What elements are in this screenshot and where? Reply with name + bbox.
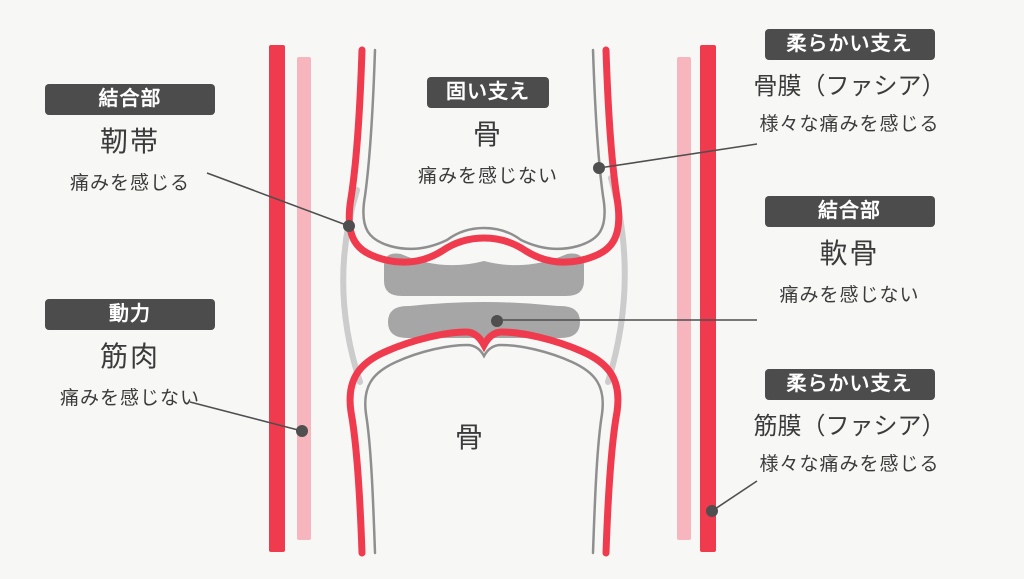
bone-desc: 痛みを感じない [417, 166, 558, 187]
label-group-ligament: 結合部 靭帯 痛みを感じる [45, 84, 215, 195]
bone-bottom-periosteum-outline [346, 328, 622, 557]
muscle-bar-left-red [269, 45, 285, 552]
bone-title: 骨 [472, 119, 503, 150]
bone-top-periosteum-outline [345, 46, 623, 266]
cartilage-lower [388, 302, 580, 339]
muscle-bar-left-pink [297, 57, 311, 540]
fascia-badge: 柔らかい支え [764, 369, 935, 400]
muscle-desc: 痛みを感じない [59, 388, 200, 409]
ligament-desc: 痛みを感じる [69, 173, 190, 194]
bone-badge: 固い支え [427, 77, 549, 108]
cartilage-title: 軟骨 [819, 238, 880, 269]
label-group-muscle: 動力 筋肉 痛みを感じない [45, 299, 215, 410]
muscle-bar-right-pink [677, 57, 691, 540]
muscle-bar-right-red [700, 45, 716, 552]
label-group-periosteum: 柔らかい支え 骨膜（ファシア） 様々な痛みを感じる [752, 29, 947, 136]
leader-dot-ligament [343, 220, 355, 232]
label-group-cartilage: 結合部 軟骨 痛みを感じない [752, 196, 947, 307]
leader-dot-cartilage [491, 315, 503, 327]
fascia-title: 筋膜（ファシア） [753, 413, 946, 440]
leader-line-periosteum [598, 143, 758, 169]
leader-dot-fascia [706, 505, 718, 517]
fascia-desc: 様々な痛みを感じる [759, 454, 940, 475]
label-group-bone-lower: 骨 [390, 416, 550, 456]
ligament-badge: 結合部 [45, 84, 215, 115]
ligament-title: 靭帯 [99, 126, 160, 157]
muscle-badge: 動力 [45, 299, 215, 330]
bone-lower-title: 骨 [454, 422, 485, 453]
leader-dot-periosteum [593, 162, 605, 174]
cartilage-desc: 痛みを感じない [779, 285, 920, 306]
label-group-bone: 固い支え 骨 痛みを感じない [404, 77, 572, 188]
muscle-title: 筋肉 [99, 341, 160, 372]
leader-dot-muscle [296, 425, 308, 437]
cartilage-badge: 結合部 [764, 196, 935, 227]
leader-line-fascia [711, 480, 758, 512]
periosteum-title: 骨膜（ファシア） [753, 73, 946, 100]
bone-bottom-outline [364, 343, 604, 555]
periosteum-desc: 様々な痛みを感じる [759, 114, 940, 135]
leader-line-ligament [206, 172, 350, 227]
periosteum-badge: 柔らかい支え [764, 29, 935, 60]
label-group-fascia: 柔らかい支え 筋膜（ファシア） 様々な痛みを感じる [752, 369, 947, 476]
bone-top-outline [362, 48, 606, 251]
cartilage-upper [384, 253, 584, 296]
leader-line-muscle [189, 401, 303, 432]
